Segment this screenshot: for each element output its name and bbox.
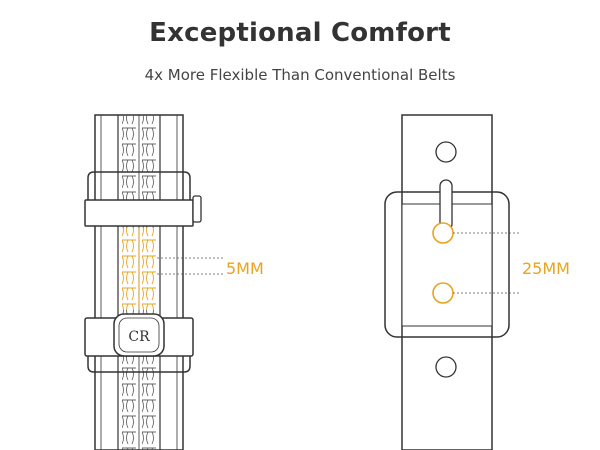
- highlighted-hole: [432, 282, 454, 304]
- ratchet-belt-figure: CR 5MM: [84, 114, 264, 450]
- highlighted-hole: [432, 222, 454, 244]
- buckle-logo: CR: [128, 329, 150, 345]
- notch-spacing-label: 5MM: [226, 259, 264, 278]
- belt-hole: [435, 356, 457, 378]
- traditional-belt-figure: 25MM: [384, 114, 570, 450]
- page-title: Exceptional Comfort: [149, 18, 451, 48]
- page-subtitle: 4x More Flexible Than Conventional Belts: [144, 66, 456, 84]
- belt-hole: [435, 141, 457, 163]
- hole-spacing-label: 25MM: [522, 259, 570, 278]
